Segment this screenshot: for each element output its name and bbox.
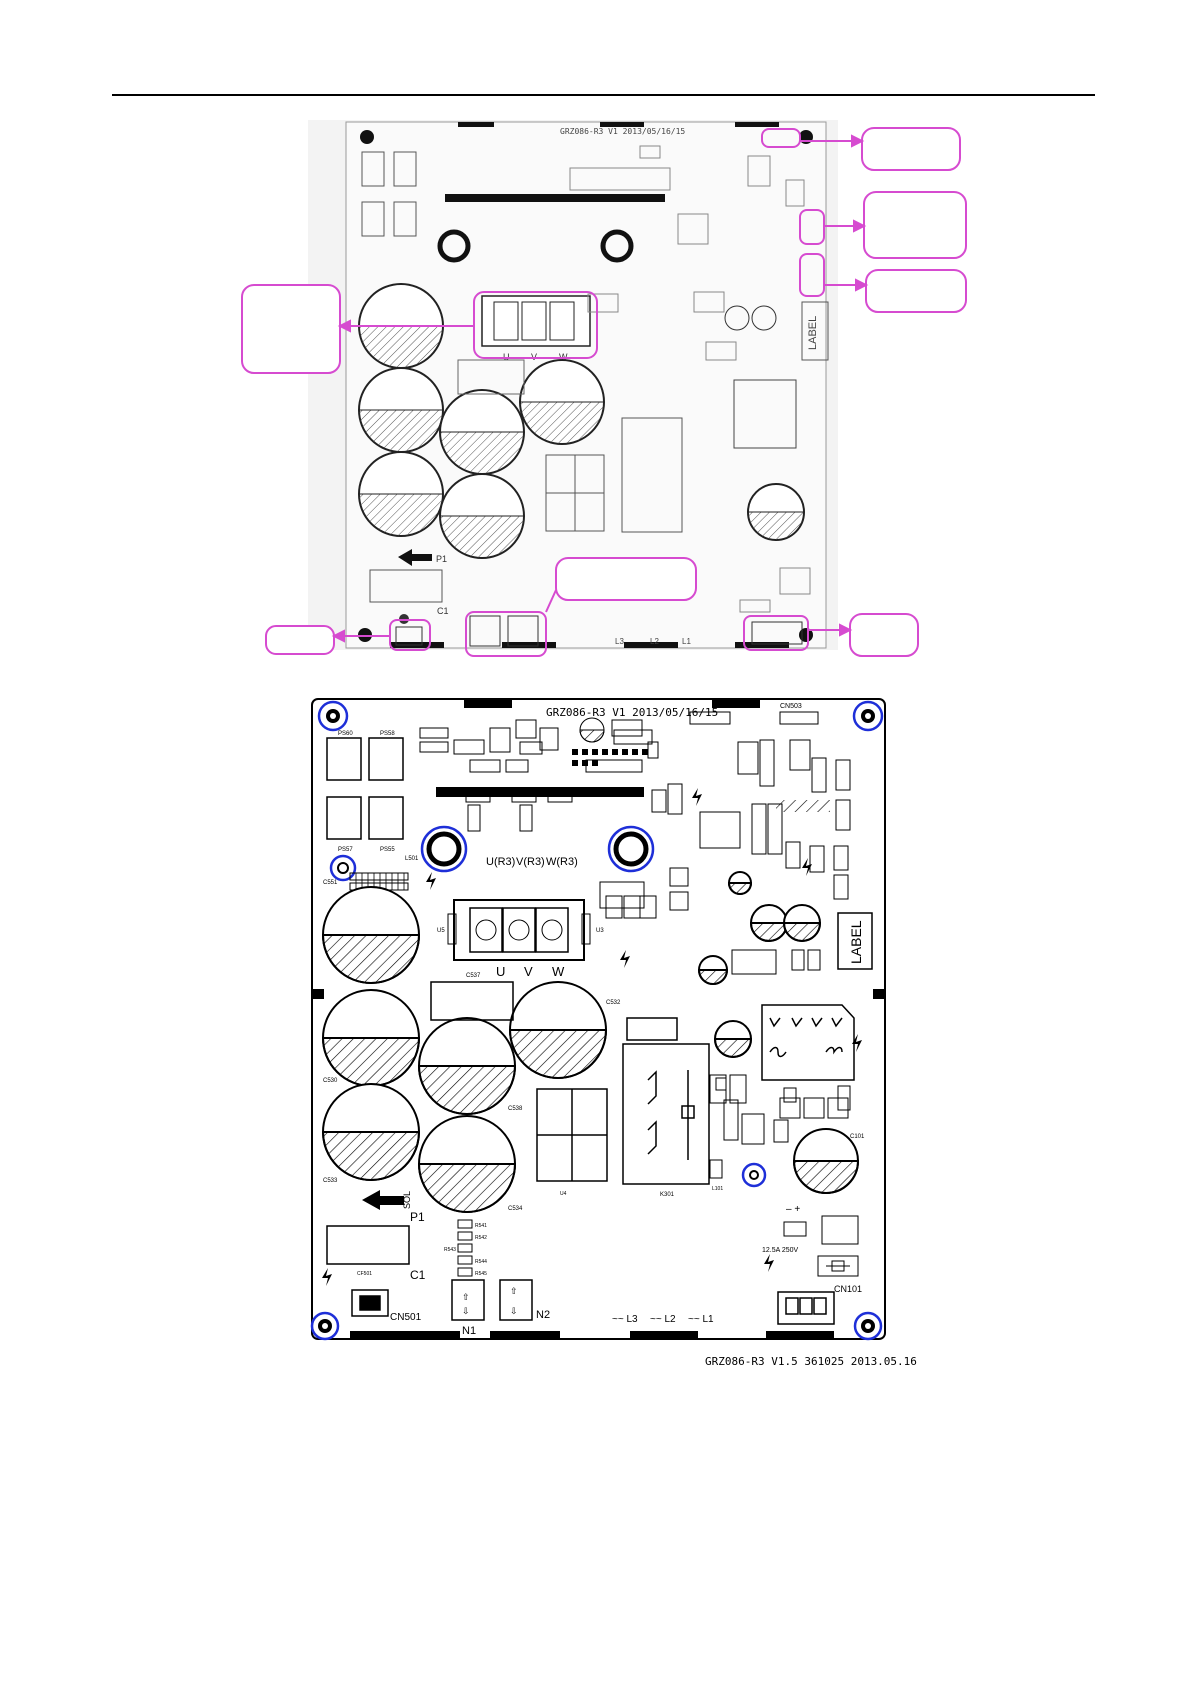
svg-text:L101: L101 <box>712 1186 723 1192</box>
svg-text:U3: U3 <box>596 928 604 934</box>
mount-hole <box>360 130 374 144</box>
bridge-rectifier <box>536 1088 608 1182</box>
svg-text:N2: N2 <box>536 1309 550 1321</box>
svg-text:U(R3): U(R3) <box>486 856 515 868</box>
svg-text:L3: L3 <box>615 637 624 646</box>
svg-text:~~ L1: ~~ L1 <box>688 1314 714 1325</box>
svg-text:CN101: CN101 <box>834 1284 862 1294</box>
svg-text:– +: – + <box>786 1204 800 1215</box>
bottom-board-footer: GRZ086-R3 V1.5 361025 2013.05.16 <box>705 1355 917 1368</box>
svg-text:⇧: ⇧ <box>510 1286 518 1296</box>
svg-text:R541: R541 <box>475 1223 487 1229</box>
svg-text:P1: P1 <box>410 1210 425 1224</box>
svg-text:N1: N1 <box>462 1325 476 1337</box>
svg-text:V: V <box>524 964 533 979</box>
svg-text:⇧: ⇧ <box>462 1292 470 1302</box>
hv-warning-symbols <box>322 788 862 1286</box>
connector-cn101 <box>777 1291 835 1325</box>
svg-text:~~ L2: ~~ L2 <box>650 1314 676 1325</box>
svg-text:C532: C532 <box>606 1000 621 1006</box>
arrow-p1 <box>362 1190 404 1210</box>
svg-text:W: W <box>552 964 565 979</box>
svg-text:W(R3): W(R3) <box>546 856 578 868</box>
svg-text:L1: L1 <box>682 637 691 646</box>
svg-text:~~ L3: ~~ L3 <box>612 1314 638 1325</box>
svg-text:PS60: PS60 <box>338 731 353 737</box>
top-capacitors <box>358 283 805 559</box>
svg-text:PS58: PS58 <box>380 731 395 737</box>
cf501 <box>326 1225 410 1265</box>
top-board-header: GRZ086-R3 V1 2013/05/16/15 <box>560 127 685 136</box>
connector-cn501 <box>351 1289 389 1317</box>
bottom-board-figure: GRZ086-R3 V1 2013/05/16/15 GRZ086-R3 V1.… <box>310 698 917 1368</box>
relay-k301 <box>622 1017 710 1185</box>
svg-text:R543: R543 <box>444 1247 456 1253</box>
svg-text:U5: U5 <box>437 928 445 934</box>
svg-text:CN501: CN501 <box>390 1312 422 1323</box>
top-callout-boxes <box>241 127 967 657</box>
label-box <box>837 912 873 970</box>
svg-text:⇩: ⇩ <box>510 1306 518 1316</box>
svg-text:L501: L501 <box>405 856 419 862</box>
svg-text:C1: C1 <box>437 606 449 616</box>
svg-text:V(R3): V(R3) <box>516 856 545 868</box>
bottom-board-header: GRZ086-R3 V1 2013/05/16/15 <box>546 706 718 719</box>
svg-text:CN503: CN503 <box>780 703 802 710</box>
svg-text:C534: C534 <box>508 1206 523 1212</box>
svg-text:SOL: SOL <box>402 1191 412 1209</box>
svg-text:R542: R542 <box>475 1235 487 1241</box>
svg-text:⇩: ⇩ <box>462 1306 470 1316</box>
svg-text:C101: C101 <box>850 1134 865 1140</box>
svg-text:L2: L2 <box>650 637 659 646</box>
bottom-capacitors <box>321 871 860 1213</box>
transformer <box>761 1004 855 1081</box>
svg-text:C533: C533 <box>323 1178 338 1184</box>
top-callout-highlights <box>389 128 825 657</box>
bottom-terminal-uvw <box>447 899 591 961</box>
connectors-n1-n2 <box>451 1279 533 1321</box>
svg-text:C538: C538 <box>508 1106 523 1112</box>
svg-text:LABEL: LABEL <box>848 920 864 964</box>
svg-text:R545: R545 <box>475 1271 487 1277</box>
svg-text:LABEL: LABEL <box>807 316 819 350</box>
svg-text:K301: K301 <box>660 1192 675 1198</box>
svg-text:R544: R544 <box>475 1259 487 1265</box>
svg-text:C551: C551 <box>323 880 338 886</box>
top-callout-arrows <box>331 134 869 643</box>
svg-text:C1: C1 <box>410 1268 426 1282</box>
svg-text:CF501: CF501 <box>357 1271 372 1277</box>
svg-text:PS55: PS55 <box>380 847 395 853</box>
top-board-figure: GRZ086-R3 V1 2013/05/16/15 <box>241 120 967 657</box>
top-rule <box>112 94 1095 96</box>
svg-text:PS57: PS57 <box>338 847 353 853</box>
svg-text:C537: C537 <box>466 973 481 979</box>
svg-text:U4: U4 <box>560 1191 567 1197</box>
mounting-markers <box>310 700 884 1341</box>
svg-text:12.5A 250V: 12.5A 250V <box>762 1247 799 1254</box>
svg-text:U: U <box>496 964 505 979</box>
svg-text:P1: P1 <box>436 554 447 564</box>
svg-text:C530: C530 <box>323 1078 338 1084</box>
